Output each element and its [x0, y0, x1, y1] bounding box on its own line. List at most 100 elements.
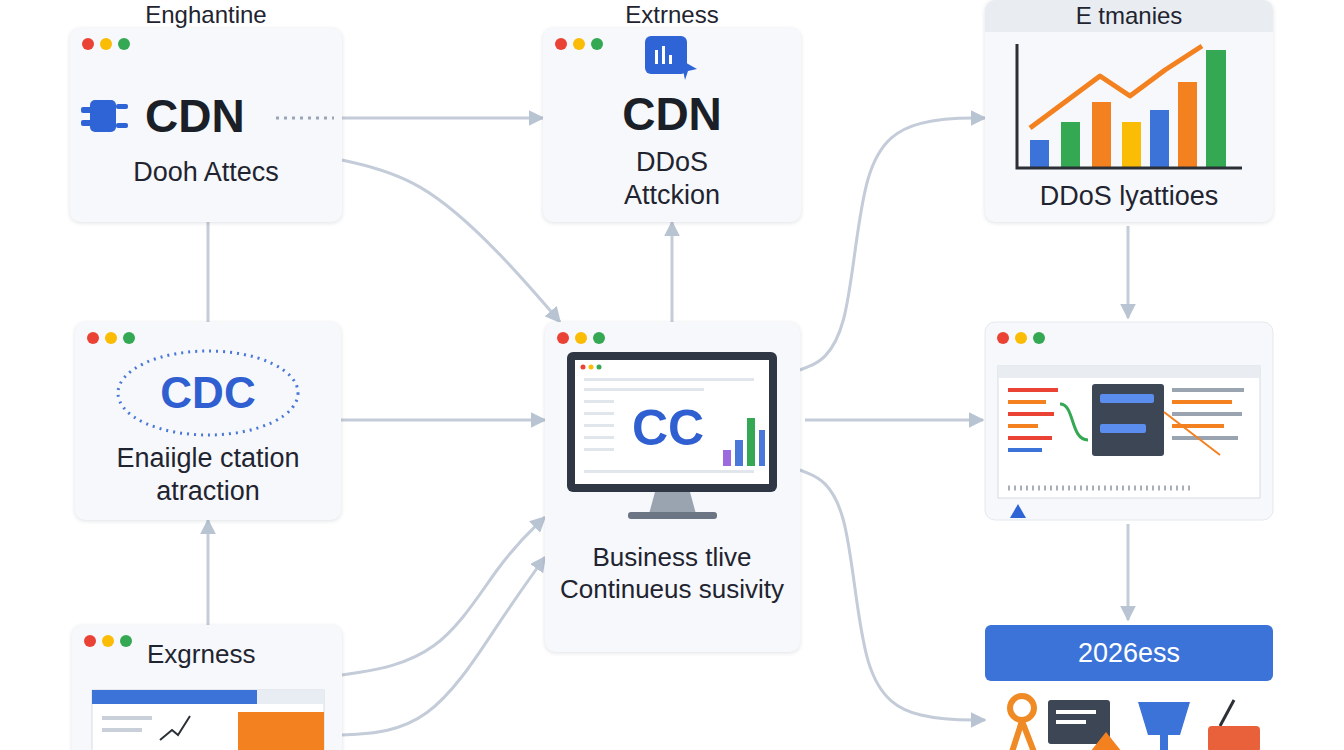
- window-dot: [123, 332, 135, 344]
- box-text: DDoS Attckion: [592, 146, 752, 212]
- chart-bar: [1122, 122, 1141, 167]
- code-line: [1172, 436, 1238, 440]
- machine-arm: [1220, 700, 1234, 726]
- monitor-line: [1056, 710, 1096, 714]
- code-line: [1008, 424, 1038, 428]
- window-dot: [555, 38, 567, 50]
- window-dot: [105, 332, 117, 344]
- box-heading: Exgrness: [147, 639, 327, 671]
- dashed-ring: [118, 351, 298, 435]
- icon-part: [116, 104, 128, 109]
- window-dot: [82, 38, 94, 50]
- code-card: [985, 322, 1273, 520]
- screen-line: [584, 412, 614, 415]
- flow-arrow: [805, 419, 983, 422]
- cdn-icon: [81, 100, 128, 132]
- screenshot-line: [102, 728, 142, 732]
- icon-bar: [655, 50, 658, 64]
- flow-arrow: [1127, 226, 1130, 318]
- icon-part: [116, 123, 128, 128]
- mini-monitor: [1048, 700, 1110, 744]
- code-line: [1172, 400, 1232, 404]
- machine-body: [1208, 726, 1260, 750]
- flow-arrow: [207, 520, 210, 625]
- screenshot-toolbar: [92, 690, 324, 704]
- process-box: 2026ess: [985, 625, 1273, 750]
- monitor-line: [1056, 720, 1086, 724]
- box-text: CDN: [145, 88, 325, 144]
- box-heading: CC: [553, 398, 783, 459]
- chart-bar: [1206, 50, 1226, 167]
- box-heading: Enghantine: [70, 0, 342, 29]
- flow-arrow: [341, 419, 545, 422]
- bucket-shape: [1138, 702, 1190, 735]
- code-line: [1172, 412, 1242, 416]
- flow-arrow: [342, 517, 545, 675]
- window-dot: [1033, 332, 1045, 344]
- code-line: [1008, 388, 1058, 392]
- process-box: CDCEnaiigle ctation atraction: [75, 322, 341, 520]
- code-line: [1172, 388, 1244, 392]
- icon-bar: [662, 46, 665, 64]
- bar-chart: [1017, 44, 1242, 168]
- cursor-icon: [681, 60, 697, 80]
- layout-arrows: [805, 226, 1128, 620]
- monitor-illustration: [567, 352, 777, 519]
- flow-arrow: [342, 160, 560, 322]
- screen-bar: [759, 430, 765, 466]
- icon-bar: [669, 55, 672, 64]
- code-line: [1008, 400, 1046, 404]
- box-heading: CDC: [75, 366, 341, 420]
- process-box: Exgrness: [72, 625, 342, 750]
- process-box: E tmaniesDDoS lyattioes: [985, 0, 1273, 222]
- code-line: [1008, 436, 1052, 440]
- screen-line: [584, 388, 704, 391]
- chart-axis: [1017, 44, 1242, 168]
- window-dot: [575, 332, 587, 344]
- window-dot: [102, 635, 114, 647]
- screen-line: [584, 470, 754, 473]
- figure-head: [1010, 696, 1034, 720]
- screen-line: [584, 400, 614, 403]
- window-dot: [100, 38, 112, 50]
- trend-line: [1030, 46, 1202, 128]
- code-window: [998, 366, 1260, 498]
- window-dot: [593, 332, 605, 344]
- screen-line: [584, 436, 614, 439]
- window-dot: [997, 332, 1009, 344]
- screenshot-illustration: [92, 690, 324, 750]
- chart-bar: [1150, 110, 1169, 167]
- process-box: ExtrnessCDNDDoS Attckion: [543, 28, 801, 222]
- icon-part: [81, 107, 92, 113]
- code-connector: [1060, 404, 1088, 440]
- code-panel: [1092, 384, 1164, 456]
- card-background: [985, 322, 1273, 520]
- screenshot-line: [102, 716, 152, 720]
- house-shape: [1090, 732, 1122, 750]
- window-dot: [581, 365, 586, 370]
- bucket-stem: [1160, 735, 1168, 750]
- window-dot: [589, 365, 594, 370]
- screenshot-tab: [92, 690, 257, 704]
- code-line: [1172, 424, 1224, 428]
- box-heading: 2026ess: [985, 625, 1273, 681]
- monitor-screen: [575, 360, 769, 484]
- flow-arrow: [800, 470, 985, 720]
- tools-illustration: [1010, 696, 1260, 750]
- box-text: DDoS lyattioes: [985, 180, 1273, 213]
- process-box: CCBusiness tlive Continueus susivity: [545, 322, 800, 652]
- chart-bar: [1092, 102, 1111, 167]
- box-text: Dooh Attecs: [70, 156, 342, 189]
- flow-arrow: [671, 222, 674, 322]
- screen-bar: [723, 450, 731, 466]
- window-dot: [120, 635, 132, 647]
- window-dot: [1015, 332, 1027, 344]
- figure-legs: [1012, 721, 1034, 750]
- code-line: [1008, 412, 1054, 416]
- screen-line: [584, 378, 754, 381]
- code-block: [1100, 424, 1146, 433]
- flow-arrow: [207, 222, 210, 322]
- icon-part: [81, 120, 92, 126]
- screen-bar: [747, 418, 755, 466]
- code-toolbar: [998, 366, 1260, 378]
